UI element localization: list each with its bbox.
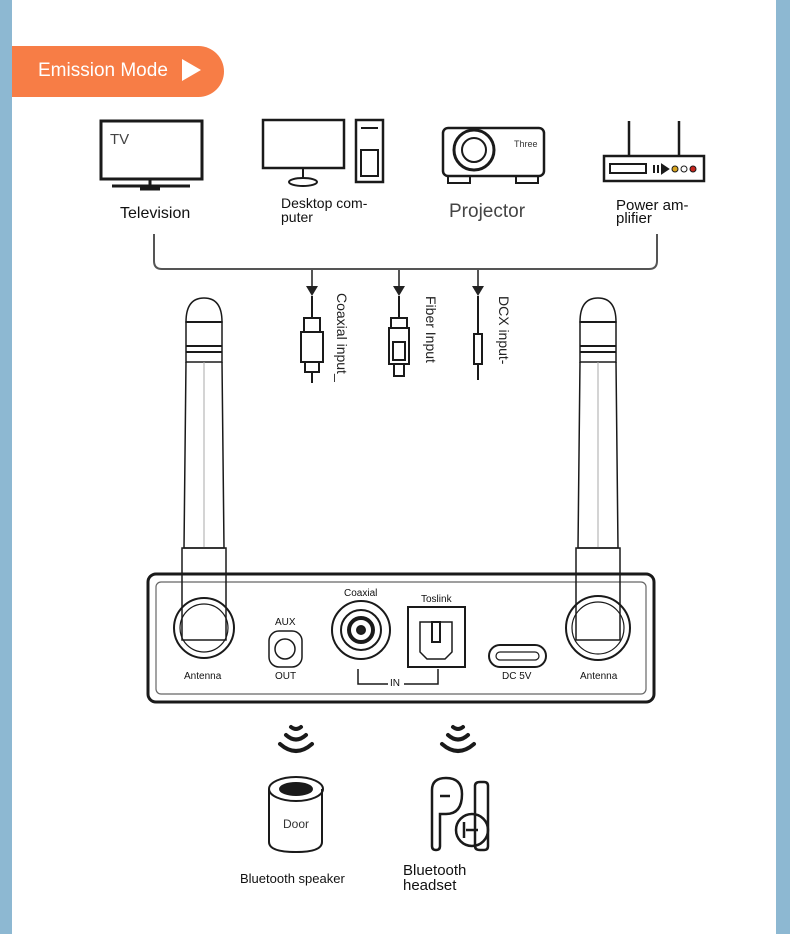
speaker-text: Door: [283, 817, 310, 831]
device-back-panel: [146, 572, 656, 704]
coaxial-port-label: Coaxial: [344, 588, 378, 599]
bluetooth-headset-icon: [430, 776, 490, 852]
power-amplifier-icon: [602, 121, 706, 183]
left-wave-icon: [278, 725, 314, 753]
television-label: Television: [120, 205, 191, 222]
dcx-input-label: DCX input-: [496, 296, 512, 365]
toslink-port-icon: [407, 606, 466, 668]
television-icon: [99, 119, 204, 191]
coaxial-port-icon: [331, 600, 391, 660]
projector-icon: [441, 126, 546, 184]
amplifier-label-line2: plifier: [616, 210, 652, 227]
amplifier-label-line1: Power am-: [616, 197, 689, 214]
aux-port-icon: [268, 630, 303, 668]
desktop-label-line2: puter: [281, 209, 313, 225]
bluetooth-headset-label-line2: headset: [403, 877, 457, 894]
connection-bracket: [153, 234, 658, 270]
toslink-port-label: Toslink: [421, 594, 452, 605]
play-arrow-icon: [182, 59, 201, 81]
aux-out-label: OUT: [275, 671, 297, 682]
aux-label: AUX: [275, 617, 296, 628]
left-border: [0, 0, 12, 934]
right-border: [776, 0, 790, 934]
fiber-input-label: Fiber Input: [423, 296, 439, 363]
fiber-plug-icon: [388, 296, 410, 377]
emission-mode-banner: Emission Mode: [12, 46, 224, 97]
dc-plug-icon: [473, 296, 483, 380]
bluetooth-speaker-icon: [268, 776, 324, 854]
projector-badge: Three: [514, 139, 538, 149]
bluetooth-speaker-label: Bluetooth speaker: [240, 871, 345, 886]
dc-label: DC 5V: [502, 671, 532, 682]
usb-c-port-icon: [488, 644, 547, 668]
projector-label: Projector: [449, 201, 526, 222]
bluetooth-headset-label-line1: Bluetooth: [403, 862, 467, 879]
left-antenna-icon: [173, 297, 235, 659]
antenna-right-label: Antenna: [580, 671, 618, 682]
tv-screen-text: TV: [110, 131, 130, 148]
desktop-computer-icon: [261, 118, 385, 187]
in-label: IN: [390, 678, 400, 689]
right-antenna-icon: [565, 297, 631, 661]
antenna-left-label: Antenna: [184, 671, 222, 682]
desktop-label-line1: Desktop com-: [281, 195, 368, 211]
banner-title: Emission Mode: [38, 60, 168, 81]
right-wave-icon: [440, 725, 476, 753]
coaxial-plug-icon: [300, 296, 324, 383]
coaxial-input-label: Coaxial input_: [334, 293, 350, 382]
